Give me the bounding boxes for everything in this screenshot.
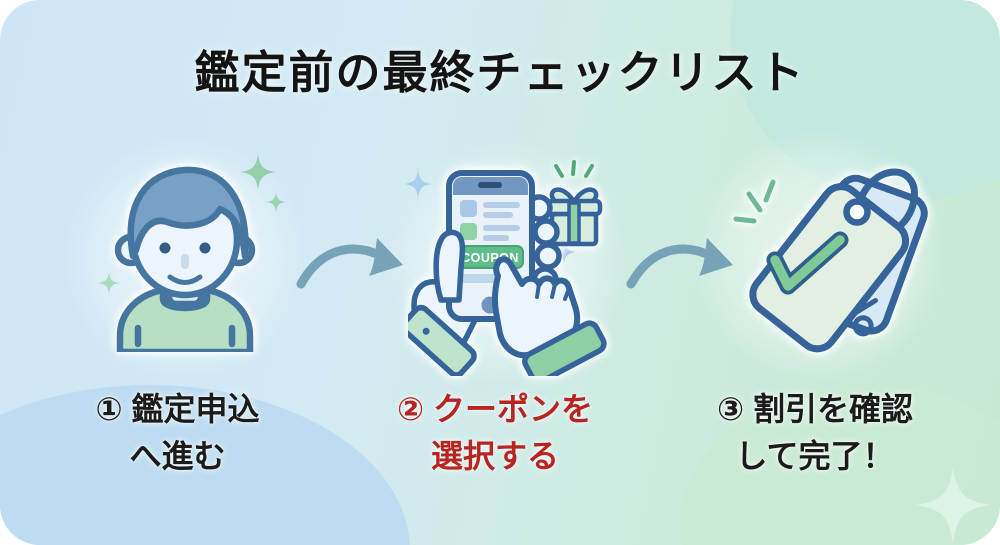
price-tags-checkmark-illustration [733,168,928,353]
person-eye [199,242,211,254]
left-sleeve-cuff [408,304,477,376]
step-3-caption: ③ 割引を確認 して完了！ [660,386,970,480]
step-2-caption: ② クーポンを 選択する [345,386,645,480]
step-2-caption-line1: ② クーポンを [397,391,593,427]
checkmark-icon [766,231,849,295]
sparkle-star-icon [240,154,276,190]
sparkle-lines-icon [733,179,776,224]
step-3-caption-line2: して完了！ [735,438,895,474]
tag-hole [843,198,871,226]
phone-speaker [478,182,502,188]
sparkle-star-icon [552,240,576,264]
right-sleeve-cuff [522,320,607,376]
curved-arrow-icon [296,238,403,289]
person-smile [167,274,203,285]
step-1-caption-line1: ① 鑑定申込 [95,391,260,427]
step-2-caption-line2: 選択する [430,438,559,474]
person-hair [127,166,249,260]
page-title: 鑑定前の最終チェックリスト [194,47,806,98]
person-eye [159,242,171,254]
sparkle-diamond-icon [915,467,991,543]
sparkle-star-icon [266,192,286,212]
step-1-caption: ① 鑑定申込 へ進む [25,386,330,480]
step-1-caption-line2: へ進む [129,438,226,474]
sparkle-star-icon [404,170,432,198]
front-price-tag [749,183,910,353]
sparkle-star-icon [98,272,120,294]
person-nose [181,254,189,269]
person-avatar-illustration [114,166,256,352]
left-thumb [433,229,466,303]
hand-tapping-phone-coupon-illustration: COUPON [408,160,607,376]
curved-arrow-icon [626,238,733,289]
step-3-caption-line1: ③ 割引を確認 [717,391,913,427]
person-shirt [116,286,254,352]
